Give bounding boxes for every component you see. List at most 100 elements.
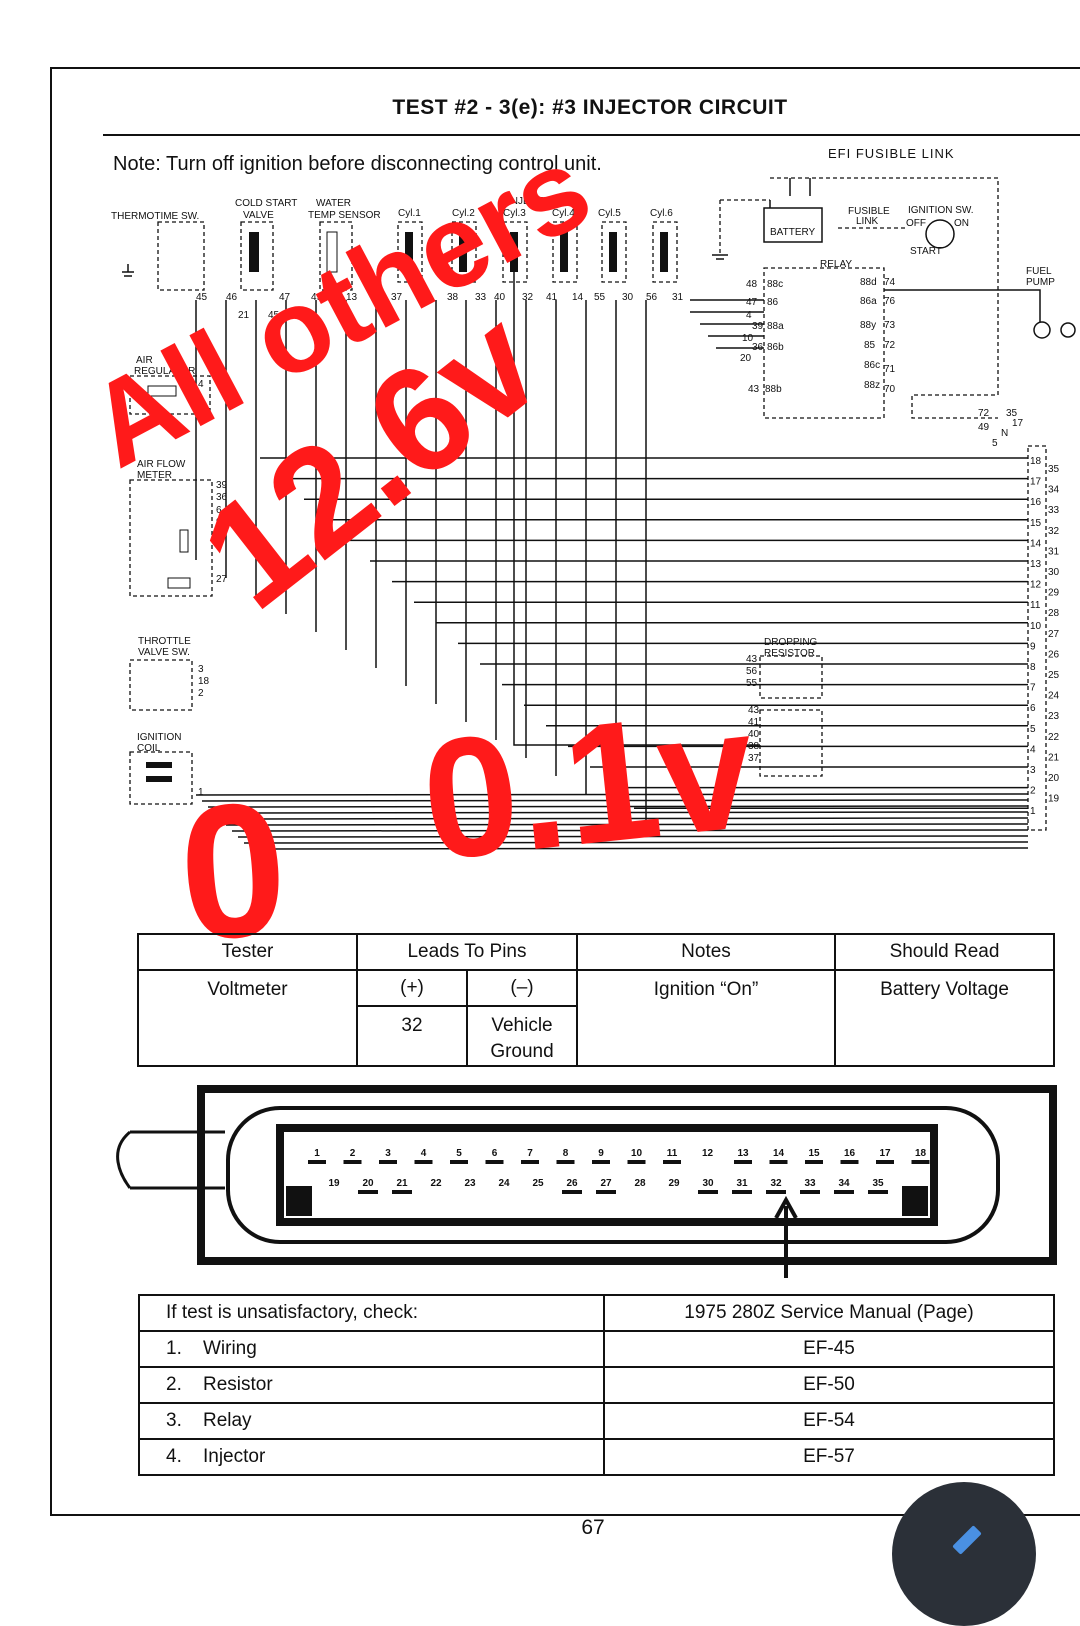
efi-dashed-loop: [719, 177, 999, 419]
connector-pin-number: 1: [314, 1148, 320, 1159]
ignition-coil-icon-2: [146, 776, 172, 782]
connector-pin-number: 28: [634, 1178, 646, 1189]
pin-underline: [769, 1160, 788, 1164]
check-row-2: 2. Resistor: [138, 1366, 605, 1404]
connector-pin-number: 10: [631, 1148, 643, 1159]
air-reg-label-2: REGULATOR: [134, 366, 195, 377]
ecu-pin-label: 1: [1030, 806, 1036, 817]
component-boxes: [129, 177, 1047, 831]
connector-pin-number: 34: [838, 1178, 850, 1189]
relay-pin-label: 88y: [860, 320, 876, 331]
junction-pin-label: 72: [978, 408, 990, 419]
pin-underline: [734, 1160, 752, 1164]
ground-line-1: Vehicle: [491, 1015, 553, 1036]
pin-underline: [868, 1190, 888, 1194]
connector-pin-number: 14: [773, 1148, 785, 1159]
injector-cyl5-icon: [609, 232, 617, 272]
ignition-sw-label: IGNITION SW.: [908, 205, 974, 216]
ecu-pin-label: 28: [1048, 608, 1060, 619]
wire: [195, 793, 1029, 796]
throttle-pin-label: 2: [198, 688, 204, 699]
pin-underline: [766, 1190, 786, 1194]
injector-cyl4-icon: [560, 232, 568, 272]
check-page-3: EF-54: [603, 1402, 1055, 1440]
wires: [195, 178, 1041, 850]
thermotime-label: THERMOTIME SW.: [111, 211, 199, 222]
relay-pin-label: 86a: [860, 296, 877, 307]
junction-pin-label: N: [1001, 428, 1008, 439]
edit-fab-button[interactable]: [892, 1482, 1036, 1626]
ecu-pin-label: 32: [1048, 526, 1060, 537]
air-regulator-heater-icon: [147, 385, 177, 397]
wire: [243, 841, 1029, 844]
relay-pin-label: 48: [746, 279, 758, 290]
wire: [207, 805, 1029, 808]
dropping-pin-label: 41: [748, 717, 760, 728]
check-item: Wiring: [202, 1338, 257, 1359]
page-title: TEST #2 - 3(e): #3 INJECTOR CIRCUIT: [392, 96, 788, 119]
relay-pin-label: 88d: [860, 277, 877, 288]
air-flow-label-2: METER: [137, 470, 172, 481]
dropping-label-1: DROPPING: [764, 637, 818, 648]
fusible-label-2: LINK: [856, 216, 879, 227]
connector-pin-number: 16: [844, 1148, 856, 1159]
injector-label: INJECTOR: [508, 196, 558, 207]
connector-pin-number: 18: [915, 1148, 927, 1159]
ecu-pin-label: 25: [1048, 670, 1060, 681]
check-header-left: If test is unsatisfactory, check:: [138, 1294, 605, 1332]
check-item: Injector: [202, 1446, 266, 1467]
ground-line-2: Ground: [490, 1041, 554, 1062]
relay-pin-label: 74: [884, 277, 896, 288]
sensor-pin-label: 15: [418, 292, 430, 303]
wire: [513, 272, 760, 746]
relay-pin-label: 43: [748, 384, 760, 395]
relay-pin-label: 73: [884, 320, 896, 331]
wire: [219, 817, 1029, 820]
relay-pin-label: 71: [884, 364, 896, 375]
pin-32-arrow: [774, 1195, 798, 1278]
dropping-pin-label: 38: [748, 741, 760, 752]
relay-pin-label: 4: [746, 310, 752, 321]
injector-cyl2-icon: [459, 232, 467, 272]
pin-underline: [800, 1190, 820, 1194]
cyl1-label: Cyl.1: [398, 208, 421, 219]
pin-underline: [392, 1190, 412, 1194]
should-read-header: Should Read: [834, 933, 1055, 971]
pin-underline: [698, 1190, 718, 1194]
sensor-pin-label: 45: [196, 292, 208, 303]
relay-pin-label: 47: [746, 297, 758, 308]
pin-underline: [627, 1160, 646, 1164]
page-number: 67: [581, 1516, 605, 1539]
dropping-pin-label: 37: [748, 753, 760, 764]
dropping-pin-label: 56: [746, 666, 758, 677]
sensor-pin-label: 49: [311, 292, 323, 303]
sensor-pin-label: 32: [522, 292, 534, 303]
cold-start-coil-icon: [249, 232, 259, 272]
ecu-pin-label: 10: [1030, 621, 1042, 632]
dropping-pin-label: 40: [748, 729, 760, 740]
tester-header: Tester: [137, 933, 358, 971]
wire: [225, 823, 1029, 826]
dropping-pin-label: 43: [748, 705, 760, 716]
leads-header: Leads To Pins: [356, 933, 578, 971]
pin-underline: [805, 1160, 823, 1164]
should-read-value: Battery Voltage: [834, 969, 1055, 1067]
check-row-4: 4. Injector: [138, 1438, 605, 1476]
injector-cyl3-icon: [510, 232, 518, 272]
connector-pin-number: 35: [872, 1178, 884, 1189]
air-reg-pin-label: 48: [198, 405, 210, 416]
connector-pin-number: 33: [804, 1178, 816, 1189]
ecu-pin-label: 20: [1048, 773, 1060, 784]
connector-pin-number: 21: [396, 1178, 408, 1189]
junction-pin-label: 5: [992, 438, 998, 449]
lead-plus: (+): [356, 969, 468, 1007]
ecu-pin-label: 33: [1048, 505, 1060, 516]
relay-pin-label: 85: [864, 340, 876, 351]
ecu-pin-label: 8: [1030, 662, 1036, 673]
relay-pin-label: 88a: [767, 321, 784, 332]
connector-pin-number: 31: [736, 1178, 748, 1189]
ecu-pin-label: 5: [1030, 724, 1036, 735]
connector-pin-number: 8: [563, 1148, 569, 1159]
ecu-pin-label: 21: [1048, 752, 1060, 763]
